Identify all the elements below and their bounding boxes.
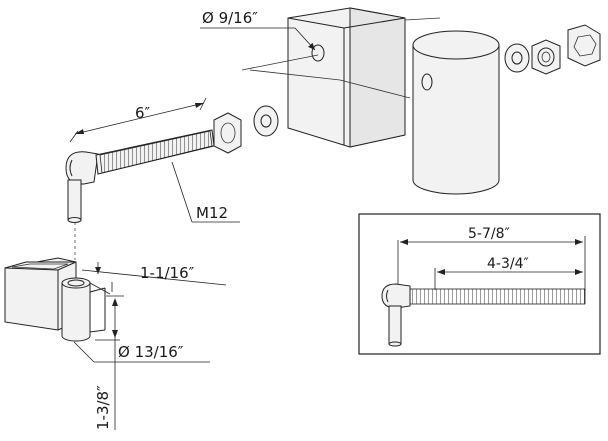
inset-thread-label: 4-3/4″ — [487, 256, 529, 272]
pin-length-label: 1-3/8″ — [94, 385, 112, 430]
hole-diameter-label: Ø 9/16″ — [202, 9, 258, 27]
right-nut — [531, 39, 561, 75]
thread-label: M12 — [196, 204, 228, 222]
hinge-tube — [61, 277, 106, 342]
round-post — [412, 30, 500, 195]
detail-inset: 5-7/8″ 4-3/4″ — [358, 213, 601, 355]
post-hole — [311, 44, 325, 62]
inset-overall-label: 5-7/8″ — [468, 226, 510, 242]
round-post-hole — [421, 73, 433, 91]
tube-height-label: 1-1/16″ — [140, 264, 195, 282]
right-washer — [504, 43, 530, 73]
bolt-nut — [213, 112, 242, 154]
bolt — [65, 129, 215, 223]
square-post — [287, 7, 406, 148]
hinge-base-square — [4, 257, 77, 331]
tube-diameter-label: Ø 13/16″ — [118, 343, 184, 361]
right-cap-nut — [567, 24, 601, 67]
bolt-washer — [253, 105, 279, 137]
bolt-length-label: 6″ — [135, 104, 151, 122]
